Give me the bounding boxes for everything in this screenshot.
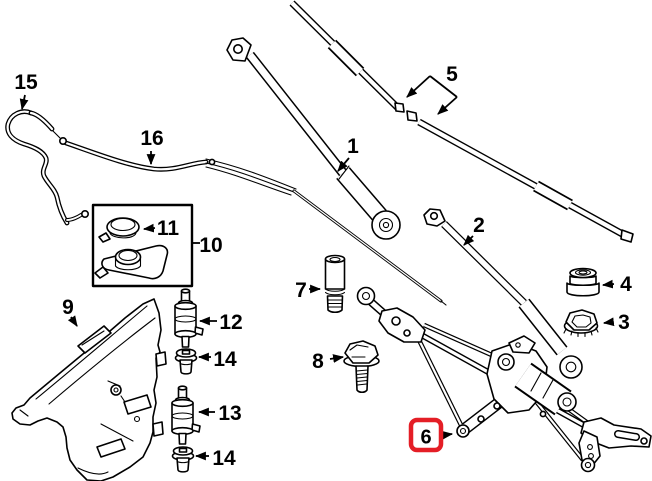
left-mount-ring (456, 424, 470, 438)
callout-7[interactable]: 7 (295, 279, 322, 302)
filler-funnel (94, 244, 169, 280)
pivot-grommet (566, 267, 600, 297)
washer-hose-short (5, 109, 90, 226)
callout-5[interactable]: 5 (406, 63, 458, 115)
wiper-blade-right (406, 110, 634, 243)
callout-7-label[interactable]: 7 (295, 279, 307, 302)
callout-15[interactable]: 15 (14, 71, 38, 111)
washer-hose-long (52, 130, 447, 306)
callout-14b-label[interactable]: 14 (212, 447, 236, 470)
callout-13[interactable]: 13 (197, 402, 242, 425)
callout-8-label[interactable]: 8 (312, 350, 324, 373)
bottom-pivot (580, 457, 596, 473)
callout-12-label[interactable]: 12 (219, 311, 242, 334)
callout-12[interactable]: 12 (198, 311, 243, 334)
highlight-box[interactable] (408, 417, 444, 453)
callout-5-label[interactable]: 5 (446, 63, 458, 86)
callout-11-label[interactable]: 11 (157, 217, 180, 240)
wiper-blade-left (289, 0, 405, 113)
washer-reservoir (11, 298, 167, 481)
callout-9[interactable]: 9 (62, 296, 78, 327)
callout-10[interactable]: 10 (193, 234, 223, 257)
cap-parts-box (91, 203, 194, 288)
callout-2[interactable]: 2 (463, 214, 485, 246)
callout-11[interactable]: 11 (142, 217, 180, 240)
callout-8[interactable]: 8 (312, 350, 345, 373)
callout-3-label[interactable]: 3 (618, 311, 630, 334)
callout-4[interactable]: 4 (601, 273, 632, 296)
callout-9-label[interactable]: 9 (62, 296, 74, 319)
highlighted-callout-6-label[interactable]: 6 (420, 427, 431, 449)
callout-16-label[interactable]: 16 (140, 127, 163, 150)
wiper-arm-right (423, 208, 583, 379)
crank-ring (356, 286, 376, 306)
hex-nut (563, 309, 599, 338)
center-pivot (497, 353, 515, 371)
callout-1[interactable]: 1 (337, 135, 359, 172)
callout-10-label[interactable]: 10 (199, 234, 222, 257)
hex-bolt (343, 340, 380, 394)
callout-1-label[interactable]: 1 (347, 135, 359, 158)
motor-end-cap (557, 392, 577, 412)
wiper-arm-left (226, 37, 401, 240)
highlighted-callout-6[interactable]: 6 (408, 417, 454, 453)
spacer-sleeve (324, 254, 346, 314)
callouts: 1 2 3 4 5 7 8 9 (14, 63, 632, 470)
inset-box (91, 203, 194, 288)
callout-14a-label[interactable]: 14 (213, 348, 237, 371)
wiper-motor-linkage (356, 286, 652, 473)
callout-16[interactable]: 16 (140, 127, 164, 166)
reservoir-cap (98, 217, 140, 243)
crank-bracket (378, 307, 426, 343)
callout-4-label[interactable]: 4 (620, 273, 632, 296)
callout-14a[interactable]: 14 (197, 348, 237, 371)
callout-2-label[interactable]: 2 (473, 214, 485, 237)
callout-13-label[interactable]: 13 (218, 402, 241, 425)
callout-3[interactable]: 3 (602, 311, 630, 334)
callout-15-label[interactable]: 15 (14, 71, 38, 94)
callout-14b[interactable]: 14 (194, 447, 236, 470)
